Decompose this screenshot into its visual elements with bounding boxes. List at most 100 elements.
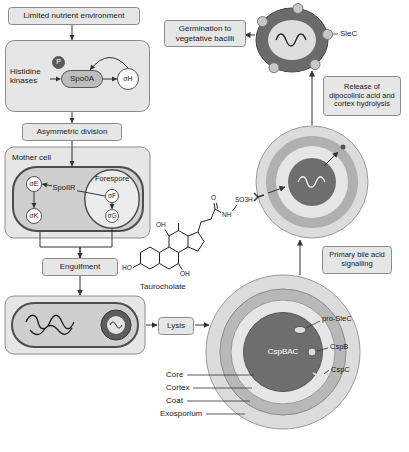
process-box: Engulfment bbox=[42, 258, 118, 276]
engulfment-panel bbox=[107, 316, 125, 334]
engulfment-panel bbox=[12, 303, 138, 347]
process-box: Release of dipocolinic acid and cortex h… bbox=[323, 76, 401, 116]
process-box-shape bbox=[159, 318, 194, 335]
dormant-spore bbox=[206, 275, 360, 429]
sporulation-panel bbox=[12, 166, 144, 232]
mother-cell: Mother cellForesporeσFσGσEσK bbox=[12, 166, 144, 232]
taurocholate-structure bbox=[233, 205, 238, 211]
connector bbox=[40, 232, 83, 258]
vegetative-cell bbox=[276, 34, 306, 46]
node-label: Engulfment bbox=[60, 262, 100, 271]
protein-box-shape bbox=[62, 71, 103, 88]
sporulation-panel bbox=[5, 147, 150, 238]
atom-label: HO bbox=[122, 264, 132, 271]
phosphate-circle-shape bbox=[53, 57, 65, 69]
sigma-factor-shape bbox=[27, 209, 42, 224]
process-box: Primary bile acid signalling bbox=[322, 246, 392, 274]
molecule-label: Taurocholate bbox=[140, 282, 186, 291]
germinating-spore bbox=[288, 158, 336, 206]
atom-label-holder: OH bbox=[180, 270, 190, 277]
part-label-holder: Cortex bbox=[166, 383, 190, 392]
leader-line bbox=[333, 34, 338, 35]
connector-line bbox=[42, 184, 105, 196]
node-label: Primary bile acid signalling bbox=[325, 251, 389, 268]
flow-arrow bbox=[146, 325, 157, 326]
arrowhead bbox=[42, 182, 47, 187]
germinating-spore bbox=[268, 187, 285, 193]
connector bbox=[32, 192, 37, 208]
process-box-shape bbox=[43, 259, 118, 276]
atom-label-holder: O bbox=[211, 194, 216, 201]
sigma-factor: σK bbox=[26, 208, 42, 224]
connector-line bbox=[80, 229, 112, 258]
part-label-holder: Coat bbox=[166, 396, 183, 405]
taurocholate-structure bbox=[165, 230, 169, 237]
sigma-factor-shape bbox=[106, 190, 119, 203]
taurocholate-structure bbox=[179, 264, 183, 270]
node-label: Release of dipocolinic acid and cortex h… bbox=[326, 83, 398, 109]
connector-line bbox=[40, 232, 80, 258]
part-label: Cortex bbox=[166, 383, 190, 392]
pathway-box: Histidine kinasesPSpo0AσH bbox=[5, 40, 150, 112]
arrowhead bbox=[78, 253, 83, 258]
flow-arrow bbox=[300, 240, 301, 275]
forespore: Forespore σF σG bbox=[84, 169, 140, 229]
node-label: Limited nutrient environment bbox=[24, 11, 125, 20]
pathway-box-shape bbox=[6, 41, 150, 112]
engulfment-panel bbox=[101, 310, 131, 340]
protein-label: CspB bbox=[330, 343, 348, 352]
taurocholate-structure bbox=[133, 264, 141, 268]
sigma-factor: σG bbox=[105, 209, 119, 223]
protein-label-holder: pro-SleC bbox=[322, 315, 352, 324]
part-label-holder: Core bbox=[166, 370, 183, 379]
process-box-shape bbox=[324, 77, 401, 116]
flow-arrow bbox=[195, 325, 209, 326]
leader-line bbox=[187, 34, 338, 414]
flow-arrow bbox=[80, 275, 81, 295]
atom-label: SO3H bbox=[235, 196, 253, 203]
process-box-shape bbox=[9, 8, 140, 25]
sigma-factor: σF bbox=[105, 189, 119, 203]
vegetative-cell bbox=[293, 4, 303, 14]
protein-label-holder: SleC bbox=[340, 29, 357, 38]
node-label: P bbox=[56, 58, 61, 66]
engulfment-panel bbox=[26, 315, 74, 334]
process-box: Lysis bbox=[158, 317, 194, 335]
flow-arrow bbox=[312, 71, 313, 125]
arrowhead bbox=[32, 203, 37, 208]
vegetative-cell bbox=[258, 17, 268, 27]
atom-label-holder: HO bbox=[122, 264, 132, 271]
connector bbox=[78, 229, 113, 258]
atom-label: OH bbox=[180, 270, 190, 277]
sporulation-panel bbox=[5, 147, 150, 238]
vegetative-cell bbox=[256, 8, 328, 72]
connector bbox=[70, 25, 75, 40]
process-box: Limited nutrient environment bbox=[8, 7, 140, 25]
signal-arrow bbox=[50, 79, 57, 80]
taurocholate-structure bbox=[141, 247, 160, 269]
phosphate-circle: P bbox=[52, 56, 65, 69]
leader-line bbox=[324, 370, 329, 374]
germinating-spore bbox=[324, 152, 338, 166]
protein-label-holder: CspB bbox=[330, 343, 348, 352]
germinating-spore bbox=[276, 146, 348, 218]
connector bbox=[110, 203, 115, 209]
vegetative-cell bbox=[269, 63, 279, 73]
germinating-spore bbox=[298, 177, 325, 188]
node-label: Forespore bbox=[84, 175, 140, 184]
node-label: σK bbox=[30, 212, 39, 220]
arrowhead bbox=[70, 118, 75, 123]
edge-label: SpoIIR bbox=[52, 184, 77, 193]
arrowhead bbox=[70, 35, 75, 40]
engulfment-panel bbox=[110, 322, 122, 328]
node-label: Histidine kinases bbox=[10, 67, 48, 85]
process-box: Asymmetric division bbox=[22, 123, 122, 141]
sigma-factor-shape bbox=[118, 69, 139, 90]
dormant-spore bbox=[206, 275, 360, 429]
leader-line bbox=[193, 388, 252, 389]
node-label: Asymmetric division bbox=[37, 127, 108, 136]
atom-label-holder: SO3H bbox=[235, 196, 253, 203]
taurocholate-structure bbox=[160, 247, 179, 269]
